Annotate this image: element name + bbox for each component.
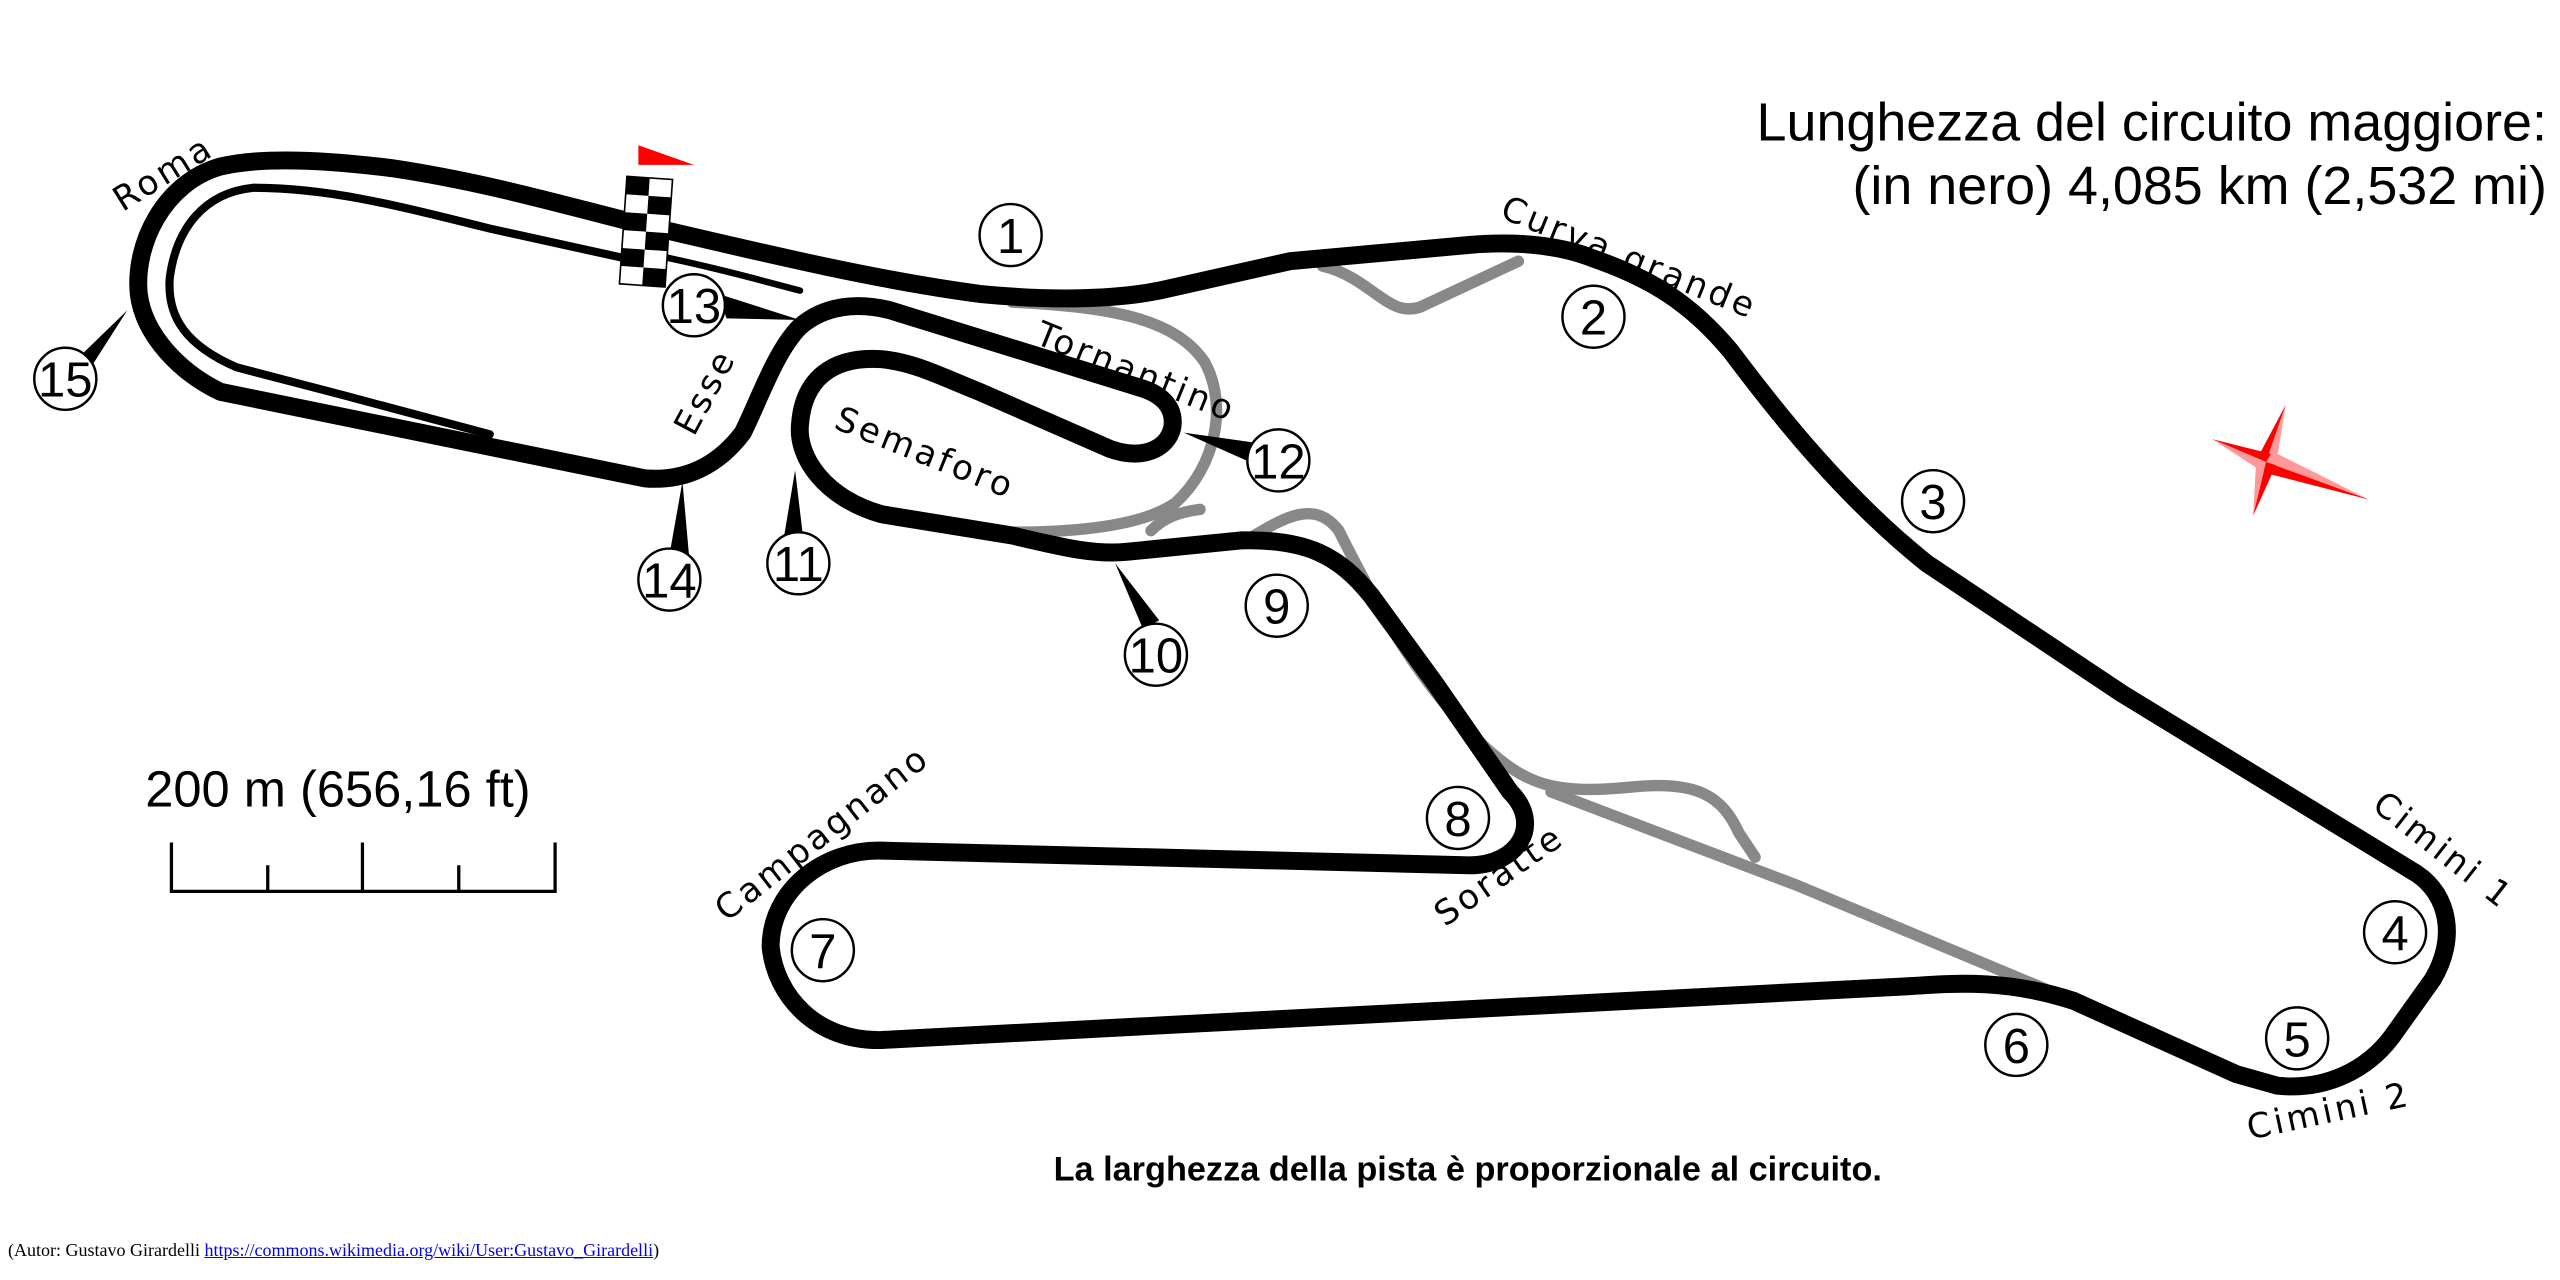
author-link[interactable]: https://commons.wikimedia.org/wiki/User:… bbox=[204, 1240, 654, 1260]
circuit-length-value: (in nero) 4,085 km (2,532 mi) bbox=[1852, 156, 2546, 216]
corner-label-esse: Esse bbox=[667, 342, 745, 442]
svg-text:7: 7 bbox=[809, 925, 836, 979]
checkered-flag-icon bbox=[618, 175, 674, 288]
svg-text:15: 15 bbox=[38, 354, 92, 408]
turn-12: 12 bbox=[1246, 428, 1311, 493]
svg-text:5: 5 bbox=[2284, 1013, 2311, 1067]
svg-text:12: 12 bbox=[1251, 435, 1305, 489]
turn-6: 6 bbox=[1984, 1012, 2049, 1078]
svg-text:14: 14 bbox=[642, 555, 696, 609]
start-finish-flag bbox=[618, 145, 694, 288]
turn-11: 11 bbox=[766, 531, 831, 596]
flag-icon bbox=[638, 145, 694, 165]
corner-labels: Roma Curva grande Tornantino Semaforo Es… bbox=[106, 127, 2521, 1148]
svg-text:6: 6 bbox=[2003, 1020, 2030, 1074]
corner-label-curva-grande: Curva grande bbox=[1495, 188, 1763, 327]
svg-text:4: 4 bbox=[2381, 907, 2408, 961]
author-credit: (Autor: Gustavo Girardelli https://commo… bbox=[8, 1240, 659, 1261]
width-note: La larghezza della pista è proporzionale… bbox=[1054, 1150, 1882, 1188]
turn-7: 7 bbox=[790, 917, 856, 983]
svg-text:1: 1 bbox=[997, 210, 1024, 264]
scale-label: 200 m (656,16 ft) bbox=[145, 761, 530, 818]
corner-label-semaforo: Semaforo bbox=[829, 399, 1021, 508]
scale-bar: 200 m (656,16 ft) bbox=[145, 761, 557, 894]
turn-13: 13 bbox=[661, 273, 727, 338]
compass-rose-icon bbox=[2212, 404, 2369, 516]
turn-4: 4 bbox=[2362, 900, 2428, 965]
turn-14: 14 bbox=[637, 547, 702, 612]
svg-text:2: 2 bbox=[1580, 292, 1607, 346]
turn-15: 15 bbox=[33, 346, 98, 412]
author-suffix: ) bbox=[653, 1240, 660, 1260]
svg-text:10: 10 bbox=[1129, 630, 1183, 684]
turn-10: 10 bbox=[1123, 622, 1189, 687]
svg-text:9: 9 bbox=[1263, 581, 1290, 635]
turn-5: 5 bbox=[2264, 1006, 2330, 1071]
svg-text:8: 8 bbox=[1444, 793, 1471, 847]
svg-text:11: 11 bbox=[773, 538, 824, 592]
turn-8: 8 bbox=[1425, 785, 1491, 851]
turn-1: 1 bbox=[978, 202, 1043, 268]
turn-3: 3 bbox=[1900, 468, 1966, 534]
turn-markers: 1 2 3 4 5 6 7 8 9 10 11 12 13 14 15 bbox=[33, 202, 2428, 1078]
author-text: (Autor: Gustavo Girardelli bbox=[8, 1240, 200, 1260]
turn-9: 9 bbox=[1244, 573, 1309, 638]
svg-text:3: 3 bbox=[1919, 476, 1946, 530]
svg-text:13: 13 bbox=[667, 280, 721, 334]
corner-label-campagnano: Campagnano bbox=[707, 737, 937, 929]
circuit-length-title: Lunghezza del circuito maggiore: bbox=[1757, 92, 2547, 152]
turn-2: 2 bbox=[1561, 284, 1626, 349]
